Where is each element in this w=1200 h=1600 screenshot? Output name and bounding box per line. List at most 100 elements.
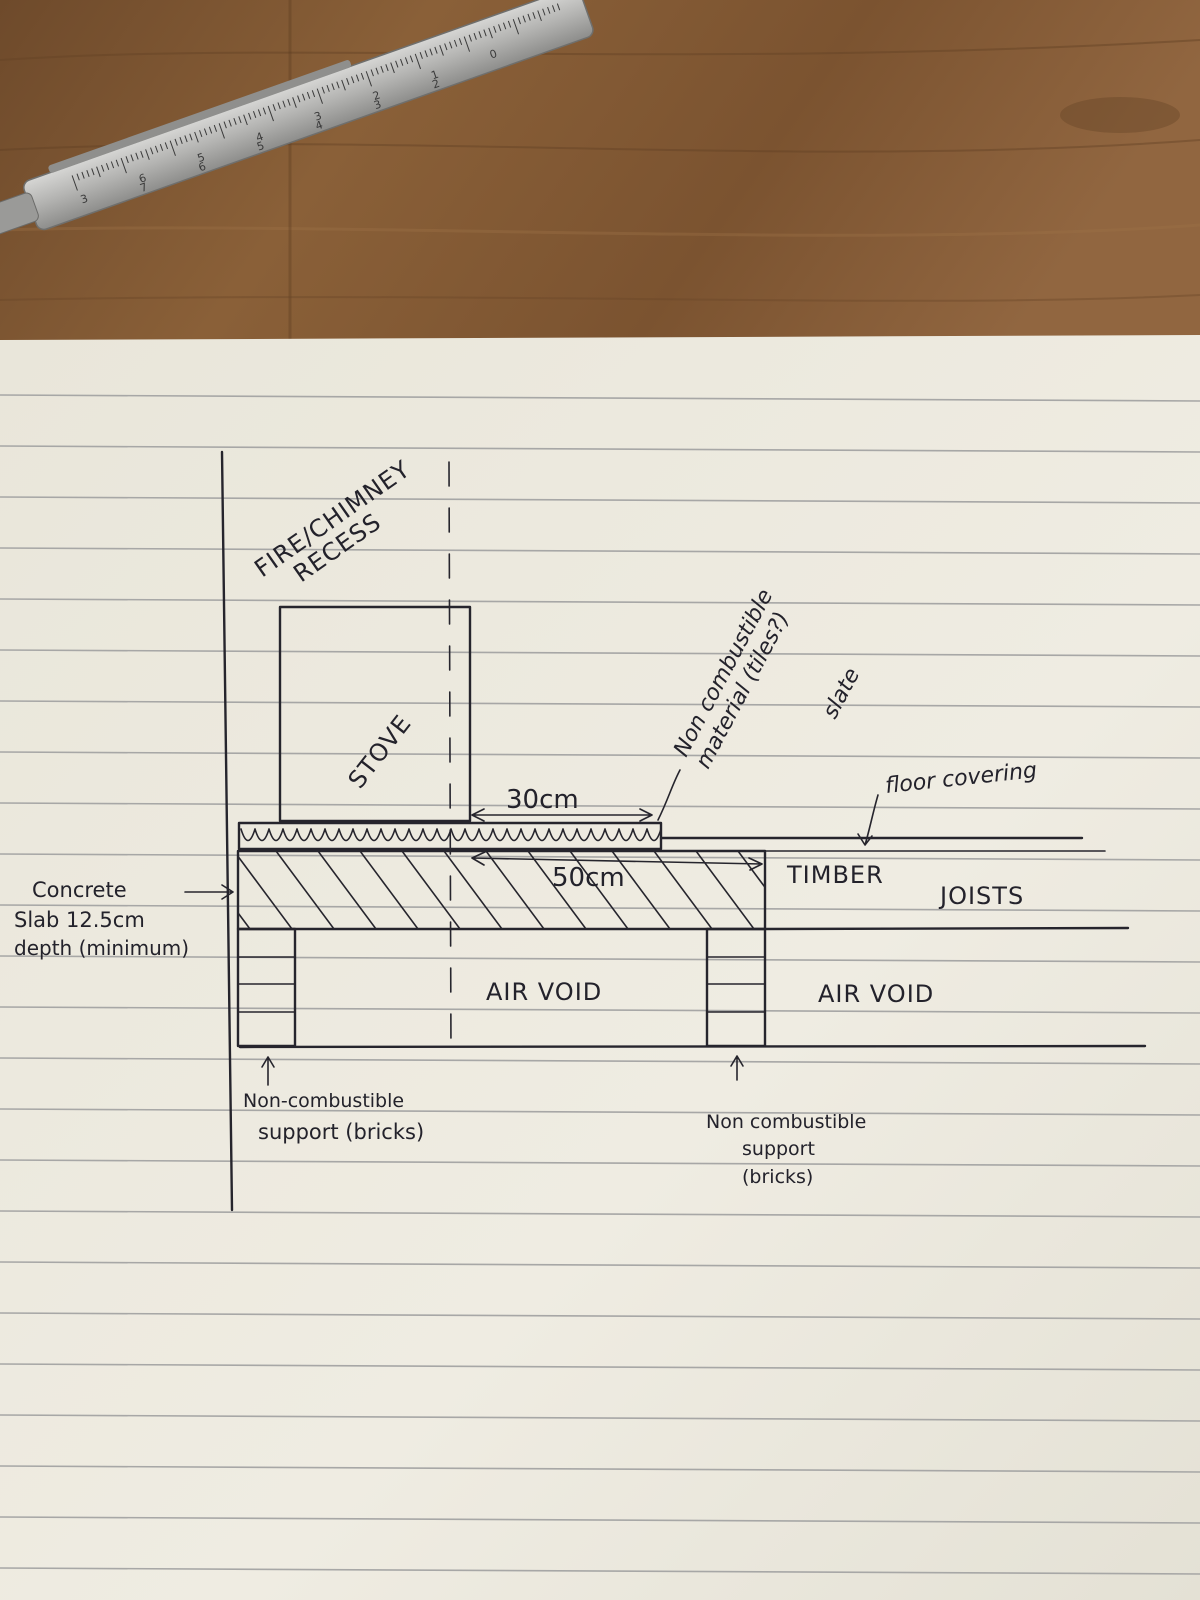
ruler-tick <box>218 123 225 139</box>
ruler-tick <box>120 157 127 174</box>
ruler-tick <box>346 78 350 85</box>
ruled-line <box>0 394 1200 402</box>
ruler-tick <box>76 173 80 181</box>
ruled-line <box>0 853 1200 861</box>
ruler-tick <box>434 46 438 54</box>
ruler-tick <box>262 107 267 115</box>
ruled-line <box>0 649 1200 657</box>
ruler-tick <box>355 74 360 82</box>
hatch-line <box>275 851 335 929</box>
ruler-tick <box>522 15 526 23</box>
label-timber: TIMBER <box>786 861 884 889</box>
ruler-tick <box>169 140 176 156</box>
ruler-tick <box>488 27 493 39</box>
ruler-tick <box>164 142 169 150</box>
ruler-number: 6 <box>137 171 148 186</box>
brick-support-right <box>705 927 767 1048</box>
hatch-line <box>695 851 755 929</box>
ruler-tick <box>174 138 178 146</box>
ruled-line <box>0 1006 1200 1014</box>
hatch-line <box>238 855 293 929</box>
label-joists: JOISTS <box>938 882 1024 910</box>
ruler-tick <box>154 145 159 153</box>
ruler-tick <box>551 5 556 13</box>
ruled-line <box>0 547 1200 555</box>
label-concrete-2: Slab 12.5cm <box>14 908 145 932</box>
label-support-right-1: Non combustible <box>706 1111 866 1133</box>
ruler-tick <box>110 161 115 169</box>
ruler-tick <box>449 41 453 49</box>
ruler-ticks <box>71 3 561 191</box>
hatch-line <box>569 851 629 929</box>
ruler-tick <box>336 81 340 89</box>
ruler-tick <box>527 13 531 21</box>
ruler-tick <box>282 100 286 108</box>
support-left-arrow <box>261 1056 275 1086</box>
ruler-tick <box>199 130 203 138</box>
floor-covering-leader <box>857 794 879 846</box>
ruled-line <box>0 751 1200 759</box>
hatch-line <box>611 851 671 929</box>
ruler-tick <box>326 84 330 92</box>
slab-hatching <box>238 851 765 929</box>
ruler-tick <box>537 10 542 22</box>
stove-box <box>278 605 472 823</box>
support-right-arrow <box>730 1055 744 1081</box>
ruler-tick <box>439 45 444 56</box>
ruler-tick <box>302 93 306 101</box>
ruler-tick <box>385 64 389 72</box>
ruler-tick <box>331 83 335 91</box>
ruler-number: 3 <box>313 109 324 124</box>
ruled-line <box>0 1057 1200 1065</box>
ruler-tick <box>125 156 129 164</box>
ruler-tick <box>502 22 507 30</box>
ruler-number: 2 <box>371 88 382 103</box>
ruler-tick <box>101 164 105 172</box>
ruler-tick <box>365 71 373 87</box>
ruler-tick <box>419 51 423 59</box>
ground-line <box>238 1044 1147 1049</box>
ruler-tick <box>532 12 536 20</box>
label-concrete-3: depth (minimum) <box>14 936 189 960</box>
ruler-tick <box>404 57 409 65</box>
ruled-line <box>0 1567 1200 1575</box>
label-dim-30: 30cm <box>506 785 579 815</box>
ruler-tick <box>390 62 395 74</box>
ruler-tick <box>203 128 208 136</box>
ruler-tick <box>252 111 257 118</box>
ruler-tick <box>150 147 154 155</box>
ruler-tick <box>321 86 325 94</box>
ruler-tick <box>493 25 497 33</box>
ruler-tick <box>395 60 399 68</box>
hatch-line <box>653 851 713 929</box>
tile-scallops <box>240 828 662 842</box>
ruler-number: 7 <box>138 180 149 195</box>
ruled-line <box>0 955 1200 963</box>
ruler-tick <box>507 20 512 28</box>
ruler-tick <box>145 149 150 160</box>
ruler-tick <box>414 53 422 70</box>
hearth-note-leader <box>657 769 681 821</box>
ruler-number: 2 <box>431 77 442 92</box>
ruler-tick <box>86 170 90 177</box>
ruled-line <box>0 496 1200 504</box>
ruler-tick <box>189 133 193 141</box>
ruler-tick <box>547 6 551 14</box>
ruler-tick <box>351 76 355 84</box>
ruled-line <box>0 1108 1200 1116</box>
ruler-tick <box>517 17 521 25</box>
hatch-line <box>485 851 545 929</box>
ruler-tick <box>115 159 120 167</box>
hatch-line <box>359 851 419 929</box>
ruler-tick <box>223 121 227 129</box>
ruler-tick <box>243 114 248 126</box>
ruler-tick <box>478 31 482 39</box>
dimension-30-arrow <box>471 808 653 822</box>
ruler-number: 4 <box>254 130 265 145</box>
ruler-tick <box>311 90 316 98</box>
ruler-tick <box>194 131 199 143</box>
ruler-tick <box>272 104 276 111</box>
ruler-tick <box>81 171 85 179</box>
hatch-line <box>443 851 503 929</box>
